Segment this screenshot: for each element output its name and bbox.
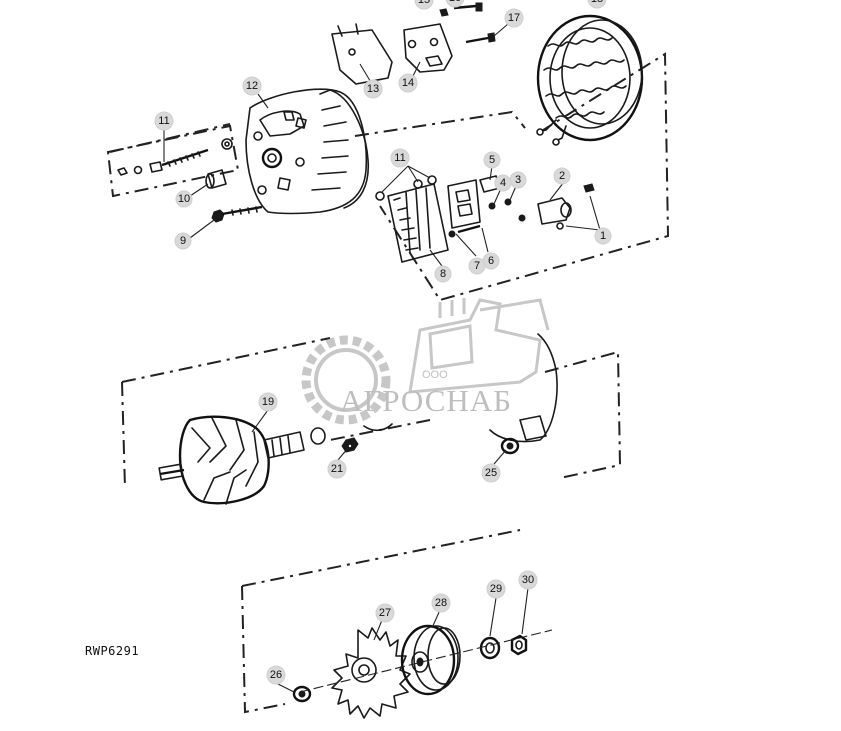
callout-14: 14 <box>398 73 418 93</box>
svg-text:28: 28 <box>435 597 447 609</box>
callout-13: 13 <box>363 79 383 99</box>
svg-text:26: 26 <box>270 669 282 681</box>
callout-5: 5 <box>483 151 501 169</box>
part-10-bushing <box>205 169 227 189</box>
callout-28: 28 <box>431 593 451 613</box>
svg-text:2: 2 <box>559 170 565 182</box>
callout-12: 12 <box>242 76 262 96</box>
svg-text:29: 29 <box>490 583 502 595</box>
svg-text:13: 13 <box>367 83 379 95</box>
upper-right-border <box>354 52 670 302</box>
svg-text:14: 14 <box>402 77 414 89</box>
part-13-bracket <box>331 23 393 85</box>
callout-3: 3 <box>509 171 527 189</box>
callout-8: 8 <box>434 265 452 283</box>
svg-text:21: 21 <box>331 463 343 475</box>
callout-11-left: 11 <box>154 111 174 131</box>
callout-2: 2 <box>553 167 571 185</box>
svg-text:27: 27 <box>379 607 391 619</box>
shaft-axis-line <box>299 629 553 693</box>
part-8-rectifier <box>375 183 449 263</box>
callout-9: 9 <box>174 232 192 250</box>
callout-4: 4 <box>494 174 512 192</box>
part-9-bolt <box>211 205 263 223</box>
callout-30: 30 <box>518 570 538 590</box>
svg-text:7: 7 <box>474 260 480 272</box>
callout-17: 17 <box>504 8 524 28</box>
callout-15: 15 <box>414 0 434 10</box>
svg-text:5: 5 <box>489 154 495 166</box>
part-26-spacer <box>292 685 312 703</box>
svg-text:11: 11 <box>158 115 169 127</box>
svg-text:4: 4 <box>500 177 506 189</box>
lower-group-border <box>241 529 521 714</box>
callout-7: 7 <box>468 257 486 275</box>
part-30-nut <box>510 634 528 656</box>
svg-text:18: 18 <box>591 0 603 5</box>
part-15-screws <box>439 2 483 17</box>
part-21-nut <box>341 437 359 453</box>
svg-text:11: 11 <box>394 152 405 164</box>
svg-text:17: 17 <box>508 12 520 24</box>
combine-harvester-icon <box>408 298 550 394</box>
svg-text:19: 19 <box>262 396 274 408</box>
callout-16: 16 <box>445 0 465 8</box>
upper-left-border <box>106 124 240 198</box>
callout-11-right: 11 <box>390 148 410 168</box>
svg-text:12: 12 <box>246 80 258 92</box>
part-29-washer <box>479 636 501 660</box>
part-14-bracket <box>403 23 453 73</box>
svg-text:10: 10 <box>178 193 190 205</box>
part-11-bolt-assembly <box>117 138 233 176</box>
callout-27: 27 <box>375 603 395 623</box>
part-19-rotor <box>158 415 326 505</box>
group-borders <box>106 52 670 714</box>
watermark-name: АГРОСНАБ <box>340 383 512 418</box>
figure-reference-code: RWP6291 <box>85 644 140 658</box>
callout-1: 1 <box>594 227 612 245</box>
gear-icon <box>301 335 391 425</box>
callout-18: 18 <box>587 0 607 9</box>
callouts: 1 2 3 4 5 6 7 8 9 10 11 11 12 13 14 15 1… <box>154 0 612 685</box>
callout-29: 29 <box>486 579 506 599</box>
callout-26: 26 <box>266 665 286 685</box>
svg-text:9: 9 <box>180 235 186 247</box>
part-25-spacer <box>500 437 520 455</box>
part-28-pulley <box>400 624 461 696</box>
svg-text:8: 8 <box>440 268 446 280</box>
callout-21: 21 <box>327 459 347 479</box>
svg-text:30: 30 <box>522 574 534 586</box>
agrosnab-watermark: ООО АГРОСНАБ <box>301 298 550 425</box>
callout-19: 19 <box>258 392 278 412</box>
part-18-stator <box>536 14 644 146</box>
callout-10: 10 <box>175 190 193 208</box>
callout-25: 25 <box>481 463 501 483</box>
svg-text:15: 15 <box>418 0 430 6</box>
leader-lines <box>163 23 601 693</box>
part-27-fan <box>331 627 411 719</box>
part-12-rear-housing <box>245 88 369 215</box>
svg-text:16: 16 <box>449 0 461 4</box>
svg-text:3: 3 <box>515 174 521 186</box>
svg-text:25: 25 <box>485 467 497 479</box>
part-17-screw <box>465 32 496 44</box>
svg-text:6: 6 <box>488 255 494 267</box>
watermark-prefix: ООО <box>422 369 448 381</box>
svg-text:1: 1 <box>600 230 606 242</box>
